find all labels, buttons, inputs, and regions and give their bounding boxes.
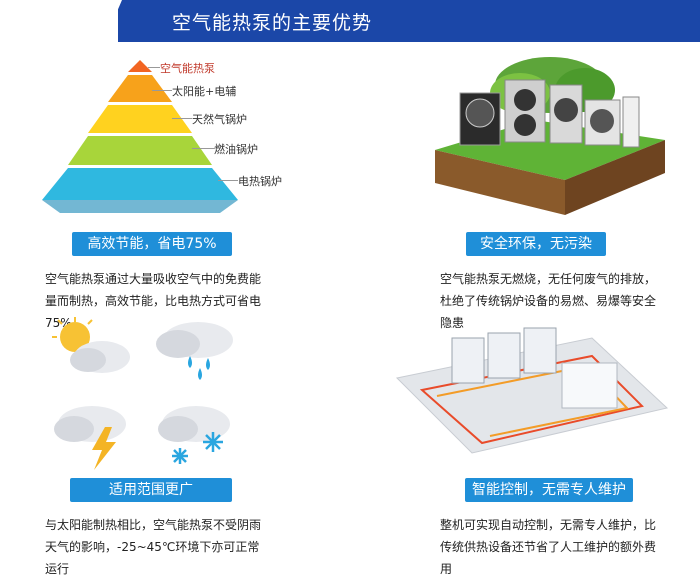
pyramid-level-2 xyxy=(108,75,172,102)
pyramid-label-2: 太阳能+电辅 xyxy=(172,85,237,98)
badge-wide-application: 适用范围更广 xyxy=(70,478,232,502)
header-bar: 空气能热泵的主要优势 xyxy=(0,0,700,42)
badge-energy-saving: 高效节能，省电75% xyxy=(72,232,232,256)
energy-pyramid xyxy=(42,60,238,213)
header-wedge xyxy=(104,0,122,42)
snow-cloud-icon xyxy=(158,406,230,464)
pyramid-level-5 xyxy=(42,168,238,200)
desc-eco-friendly: 空气能热泵无燃烧，无任何废气的排放，杜绝了传统锅炉设备的易燃、易爆等安全隐患 xyxy=(440,272,657,330)
pyramid-label-1: 空气能热泵 xyxy=(160,62,215,75)
pyramid-level-1 xyxy=(128,60,152,72)
pyramid-label-3: 天然气锅炉 xyxy=(192,113,247,126)
badge-eco-friendly: 安全环保，无污染 xyxy=(466,232,606,256)
page-title: 空气能热泵的主要优势 xyxy=(172,12,373,34)
lightning-cloud-icon xyxy=(54,406,126,470)
desc-smart-control: 整机可实现自动控制，无需专人维护，比传统供热设备还节省了人工维护的额外费用 xyxy=(440,518,657,576)
heat-pump-illustration xyxy=(435,57,665,215)
pyramid-level-4 xyxy=(68,136,212,165)
installation-diagram xyxy=(395,327,669,454)
rain-cloud-icon xyxy=(156,322,233,380)
pyramid-level-3 xyxy=(88,105,192,133)
desc-wide-application: 与太阳能制热相比，空气能热泵不受阴雨天气的影响，-25~45℃环境下亦可正常运行 xyxy=(45,518,262,576)
header-accent xyxy=(0,0,118,42)
pyramid-label-5: 电热锅炉 xyxy=(238,175,282,188)
pyramid-label-4: 燃油锅炉 xyxy=(214,143,258,156)
badge-smart-control: 智能控制，无需专人维护 xyxy=(465,478,633,502)
sunny-cloud-icon xyxy=(52,317,130,373)
